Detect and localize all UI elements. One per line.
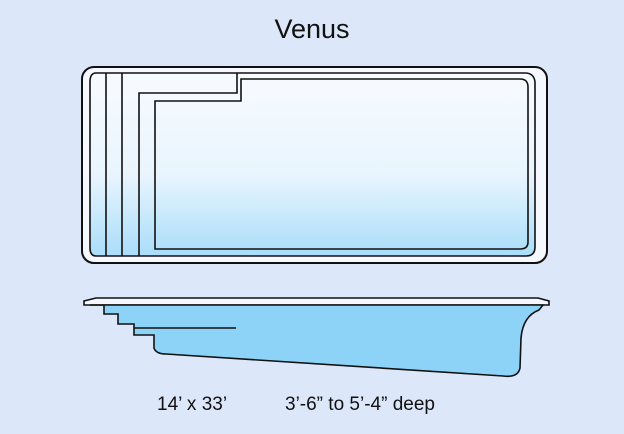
pool-depth: 3’-6” to 5’-4” deep [285,394,435,415]
pool-dimensions: 14’ x 33’ [157,394,228,415]
profile-view [83,297,550,378]
plan-pool-interior [89,72,536,257]
profile-water [90,304,545,378]
plan-deep-area [154,78,529,250]
plan-view [81,66,548,264]
profile-coping [83,297,550,306]
plan-bench-outline [138,73,238,256]
pool-title: Venus [274,14,350,44]
